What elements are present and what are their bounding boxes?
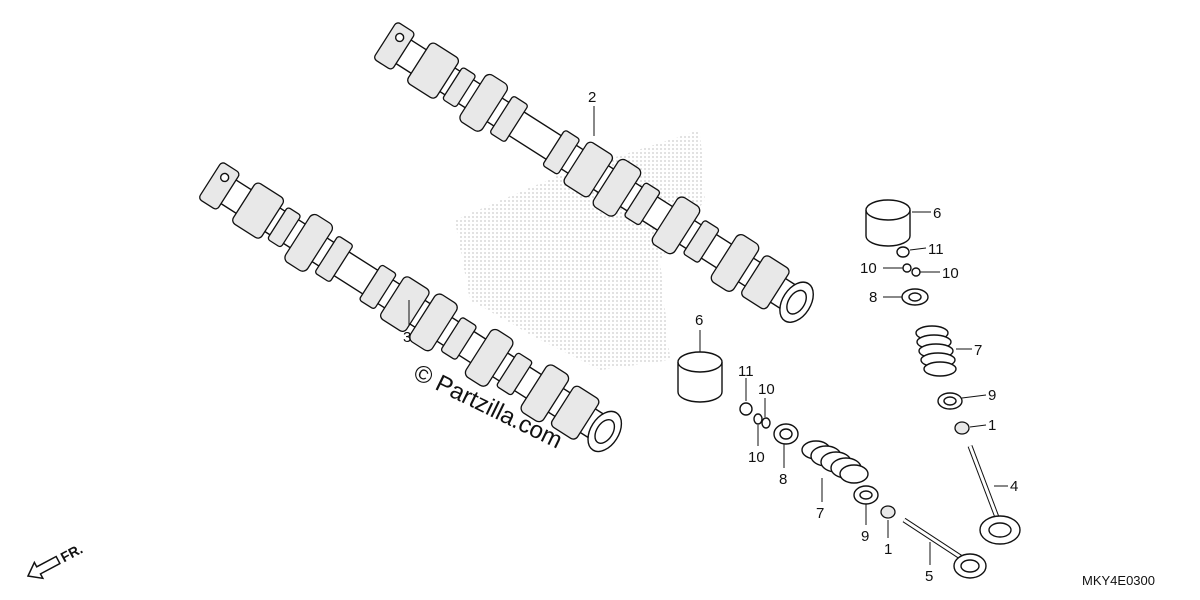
valve-spring-left [801,440,869,484]
callout-8-right: 8 [869,289,877,306]
shim-right [896,246,910,258]
cotters-left [753,413,771,429]
callout-5: 5 [925,568,933,585]
callout-10-right-right: 10 [942,265,959,282]
stem-seal-left [880,505,896,519]
valve-lifter-left [677,351,723,403]
stem-seal-right [954,421,970,435]
leader-lines [408,106,1008,565]
callout-1-left: 1 [884,541,892,558]
callout-1-right: 1 [988,417,996,434]
callout-8-left: 8 [779,471,787,488]
callout-11-right: 11 [928,241,944,258]
callout-9-left: 9 [861,528,869,545]
camshaft-upper [374,22,814,323]
diagram-code: MKY4E0300 [1082,573,1155,588]
valve-lifter-right [865,199,911,247]
valve-intake [967,445,1021,545]
front-label: FR. [58,541,85,566]
front-direction-indicator: FR. [26,541,85,580]
callout-3: 3 [403,329,411,346]
callout-11-left: 11 [738,363,754,380]
front-arrow-icon [26,555,61,580]
callout-7-left: 7 [816,505,824,522]
callout-6-left: 6 [695,312,703,329]
callout-10-right-left: 10 [860,260,877,277]
spring-seat-left [853,485,879,505]
callout-4: 4 [1010,478,1018,495]
spring-retainer-left [773,423,799,445]
callout-10-left-top: 10 [758,381,775,398]
callout-7-right: 7 [974,342,982,359]
callout-10-left-bottom: 10 [748,449,765,466]
callout-9-right: 9 [988,387,996,404]
spring-retainer-right [901,288,929,306]
camshaft-lower [199,162,623,453]
valve-exhaust [902,517,987,579]
callout-6-right: 6 [933,205,941,222]
callout-2: 2 [588,89,596,106]
spring-seat-right [937,392,963,410]
cotters-right [902,263,921,277]
valve-spring-right [915,325,957,377]
shim-left [739,402,753,416]
